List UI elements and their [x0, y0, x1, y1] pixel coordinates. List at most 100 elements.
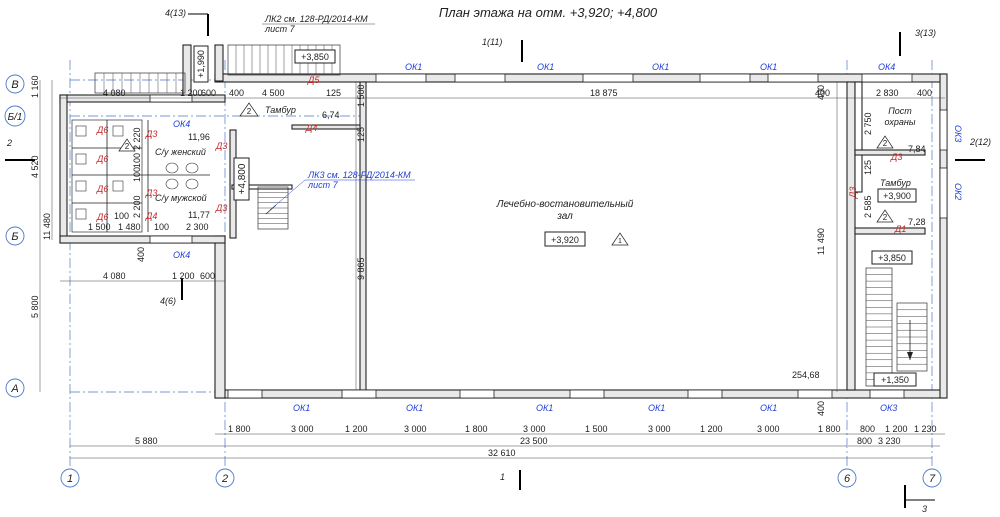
door-mark-d6-2: Д6	[96, 154, 108, 164]
dim-bot-32610: 32 610	[488, 448, 516, 458]
dim-bot-3000-5: 3 000	[757, 424, 780, 434]
section-mark-1-bottom: 1	[500, 472, 505, 482]
section-mark-3-bottom: 3	[922, 504, 927, 514]
section-mark-1-11: 1(11)	[482, 37, 502, 47]
dim-top-125: 125	[326, 88, 341, 98]
svg-text:+1,350: +1,350	[881, 375, 909, 385]
svg-text:+4,800: +4,800	[237, 163, 248, 194]
dim-left-5800: 5 800	[30, 295, 40, 318]
door-mark-d6-3: Д6	[96, 184, 108, 194]
door-mark-d3-hall-top: Д3	[215, 141, 227, 151]
dim-bot-1500: 1 500	[585, 424, 608, 434]
elevation-4800: +4,800	[233, 157, 250, 201]
door-mark-d4-wc: Д4	[145, 211, 157, 221]
wc-female-name: С/у женский	[155, 147, 206, 157]
door-mark-d4-tambur: Д4	[305, 123, 317, 133]
dim-top-18875: 18 875	[590, 88, 618, 98]
svg-text:1: 1	[618, 238, 622, 245]
window-mark-ok3-bottom: ОК3	[880, 403, 897, 413]
section-mark-4-13: 4(13)	[165, 8, 186, 18]
window-mark-ok4-left-bottom: ОК4	[173, 250, 190, 260]
section-marks	[5, 13, 985, 508]
dim-wc-2200: 2 200	[132, 195, 142, 218]
dim-top-2830: 2 830	[876, 88, 899, 98]
door-mark-d1: Д1	[894, 224, 906, 234]
dim-top-600: 600	[201, 88, 216, 98]
svg-text:2: 2	[883, 139, 888, 148]
svg-text:2: 2	[883, 213, 888, 222]
axis-bubble-v: В	[5, 74, 25, 94]
dim-in-125: 125	[356, 127, 366, 142]
dim-left-400: 400	[136, 247, 146, 262]
triangle-marker-tambur-right: 2	[876, 209, 894, 223]
dim-top-400-right: 400	[815, 88, 830, 98]
dim-in-9865: 9 865	[356, 257, 366, 280]
dim-bot-1200-3: 1 200	[885, 424, 908, 434]
dim-top-400-far: 400	[917, 88, 932, 98]
window-mark-ok4-top: ОК4	[878, 62, 895, 72]
plan-title: План этажа на отм. +3,920; +4,800	[439, 5, 658, 20]
door-mark-d3-wc-mid: Д3	[145, 188, 157, 198]
window-mark-ok1-bot-3: ОК1	[536, 403, 553, 413]
elevation-3850-top: +3,850	[294, 49, 336, 64]
window-mark-ok1-top-2: ОК1	[537, 62, 554, 72]
elevation-3920: +3,920	[544, 231, 586, 247]
dim-in-1500: 1 500	[356, 84, 366, 107]
axis-grid	[69, 60, 945, 470]
svg-text:2: 2	[125, 142, 130, 151]
dim-bot-1800-3: 1 800	[818, 424, 841, 434]
svg-text:6: 6	[844, 473, 851, 485]
area-guard-post: 7,84	[908, 144, 926, 154]
axis-bubble-6: 6	[837, 468, 857, 488]
axis-bubble-1: 1	[60, 468, 80, 488]
dim-bot-1200-1: 1 200	[345, 424, 368, 434]
dim-bot-800-2: 800	[857, 436, 872, 446]
section-mark-2-left: 2	[6, 138, 12, 148]
dim-right-2585: 2 585	[863, 195, 873, 218]
dimension-lines	[39, 80, 945, 459]
dim-top-4080: 4 080	[103, 88, 126, 98]
dim-bot-5880: 5 880	[135, 436, 158, 446]
svg-text:+3,900: +3,900	[883, 191, 911, 201]
triangle-marker-post: 2	[876, 135, 894, 149]
dim-top-1200: 1 200	[180, 88, 203, 98]
dim-top-400: 400	[229, 88, 244, 98]
dim-bot-23500: 23 500	[520, 436, 548, 446]
dim-bot-1200-2: 1 200	[700, 424, 723, 434]
dim-wc-1480: 1 480	[118, 222, 141, 232]
axis-bubble-a: А	[5, 378, 25, 398]
window-mark-ok1-top-4: ОК1	[760, 62, 777, 72]
window-mark-ok1-top-1: ОК1	[405, 62, 422, 72]
ref-lk2-line2: лист 7	[264, 24, 296, 34]
dim-bot-3230: 3 230	[878, 436, 901, 446]
guard-post-line2: охраны	[885, 117, 916, 127]
window-mark-ok1-bot-4: ОК1	[648, 403, 665, 413]
sanitary-fixtures	[75, 125, 199, 220]
door-mark-d3-hall-bottom: Д3	[215, 203, 227, 213]
door-mark-d3-wc-top: Д3	[145, 129, 157, 139]
svg-text:+3,850: +3,850	[301, 52, 329, 62]
window-mark-ok3-right: ОК3	[953, 125, 963, 142]
axis-bubble-b1: Б/1	[4, 105, 26, 127]
area-hall: 254,68	[792, 370, 820, 380]
window-mark-ok1-bot-2: ОК1	[406, 403, 423, 413]
svg-text:В: В	[11, 79, 18, 91]
triangle-marker-tambur: 2	[239, 102, 259, 117]
wc-male-name: С/у мужской	[155, 193, 207, 203]
dim-wc-2220: 2 220	[132, 127, 142, 150]
ref-lk3-line1: ЛК3 см. 128-РД/2014-КМ	[307, 170, 411, 180]
door-mark-d6-1: Д6	[96, 125, 108, 135]
window-mark-ok1-top-3: ОК1	[652, 62, 669, 72]
svg-text:2: 2	[221, 473, 228, 485]
dim-wc-1500: 1 500	[88, 222, 111, 232]
door-mark-d3-right: Д3	[848, 187, 858, 199]
tambur-left-name: Тамбур	[265, 105, 296, 115]
axis-bubble-b: Б	[5, 226, 25, 246]
area-wc-male: 11,77	[188, 210, 210, 220]
svg-text:7: 7	[929, 473, 936, 485]
area-tambur-left: 6,74	[322, 110, 340, 120]
hall-name-line1: Лечебно-востановительный	[496, 198, 634, 210]
axis-bubble-2: 2	[215, 468, 235, 488]
dim-mid-4080: 4 080	[103, 271, 126, 281]
dim-bot-3000-3: 3 000	[523, 424, 546, 434]
